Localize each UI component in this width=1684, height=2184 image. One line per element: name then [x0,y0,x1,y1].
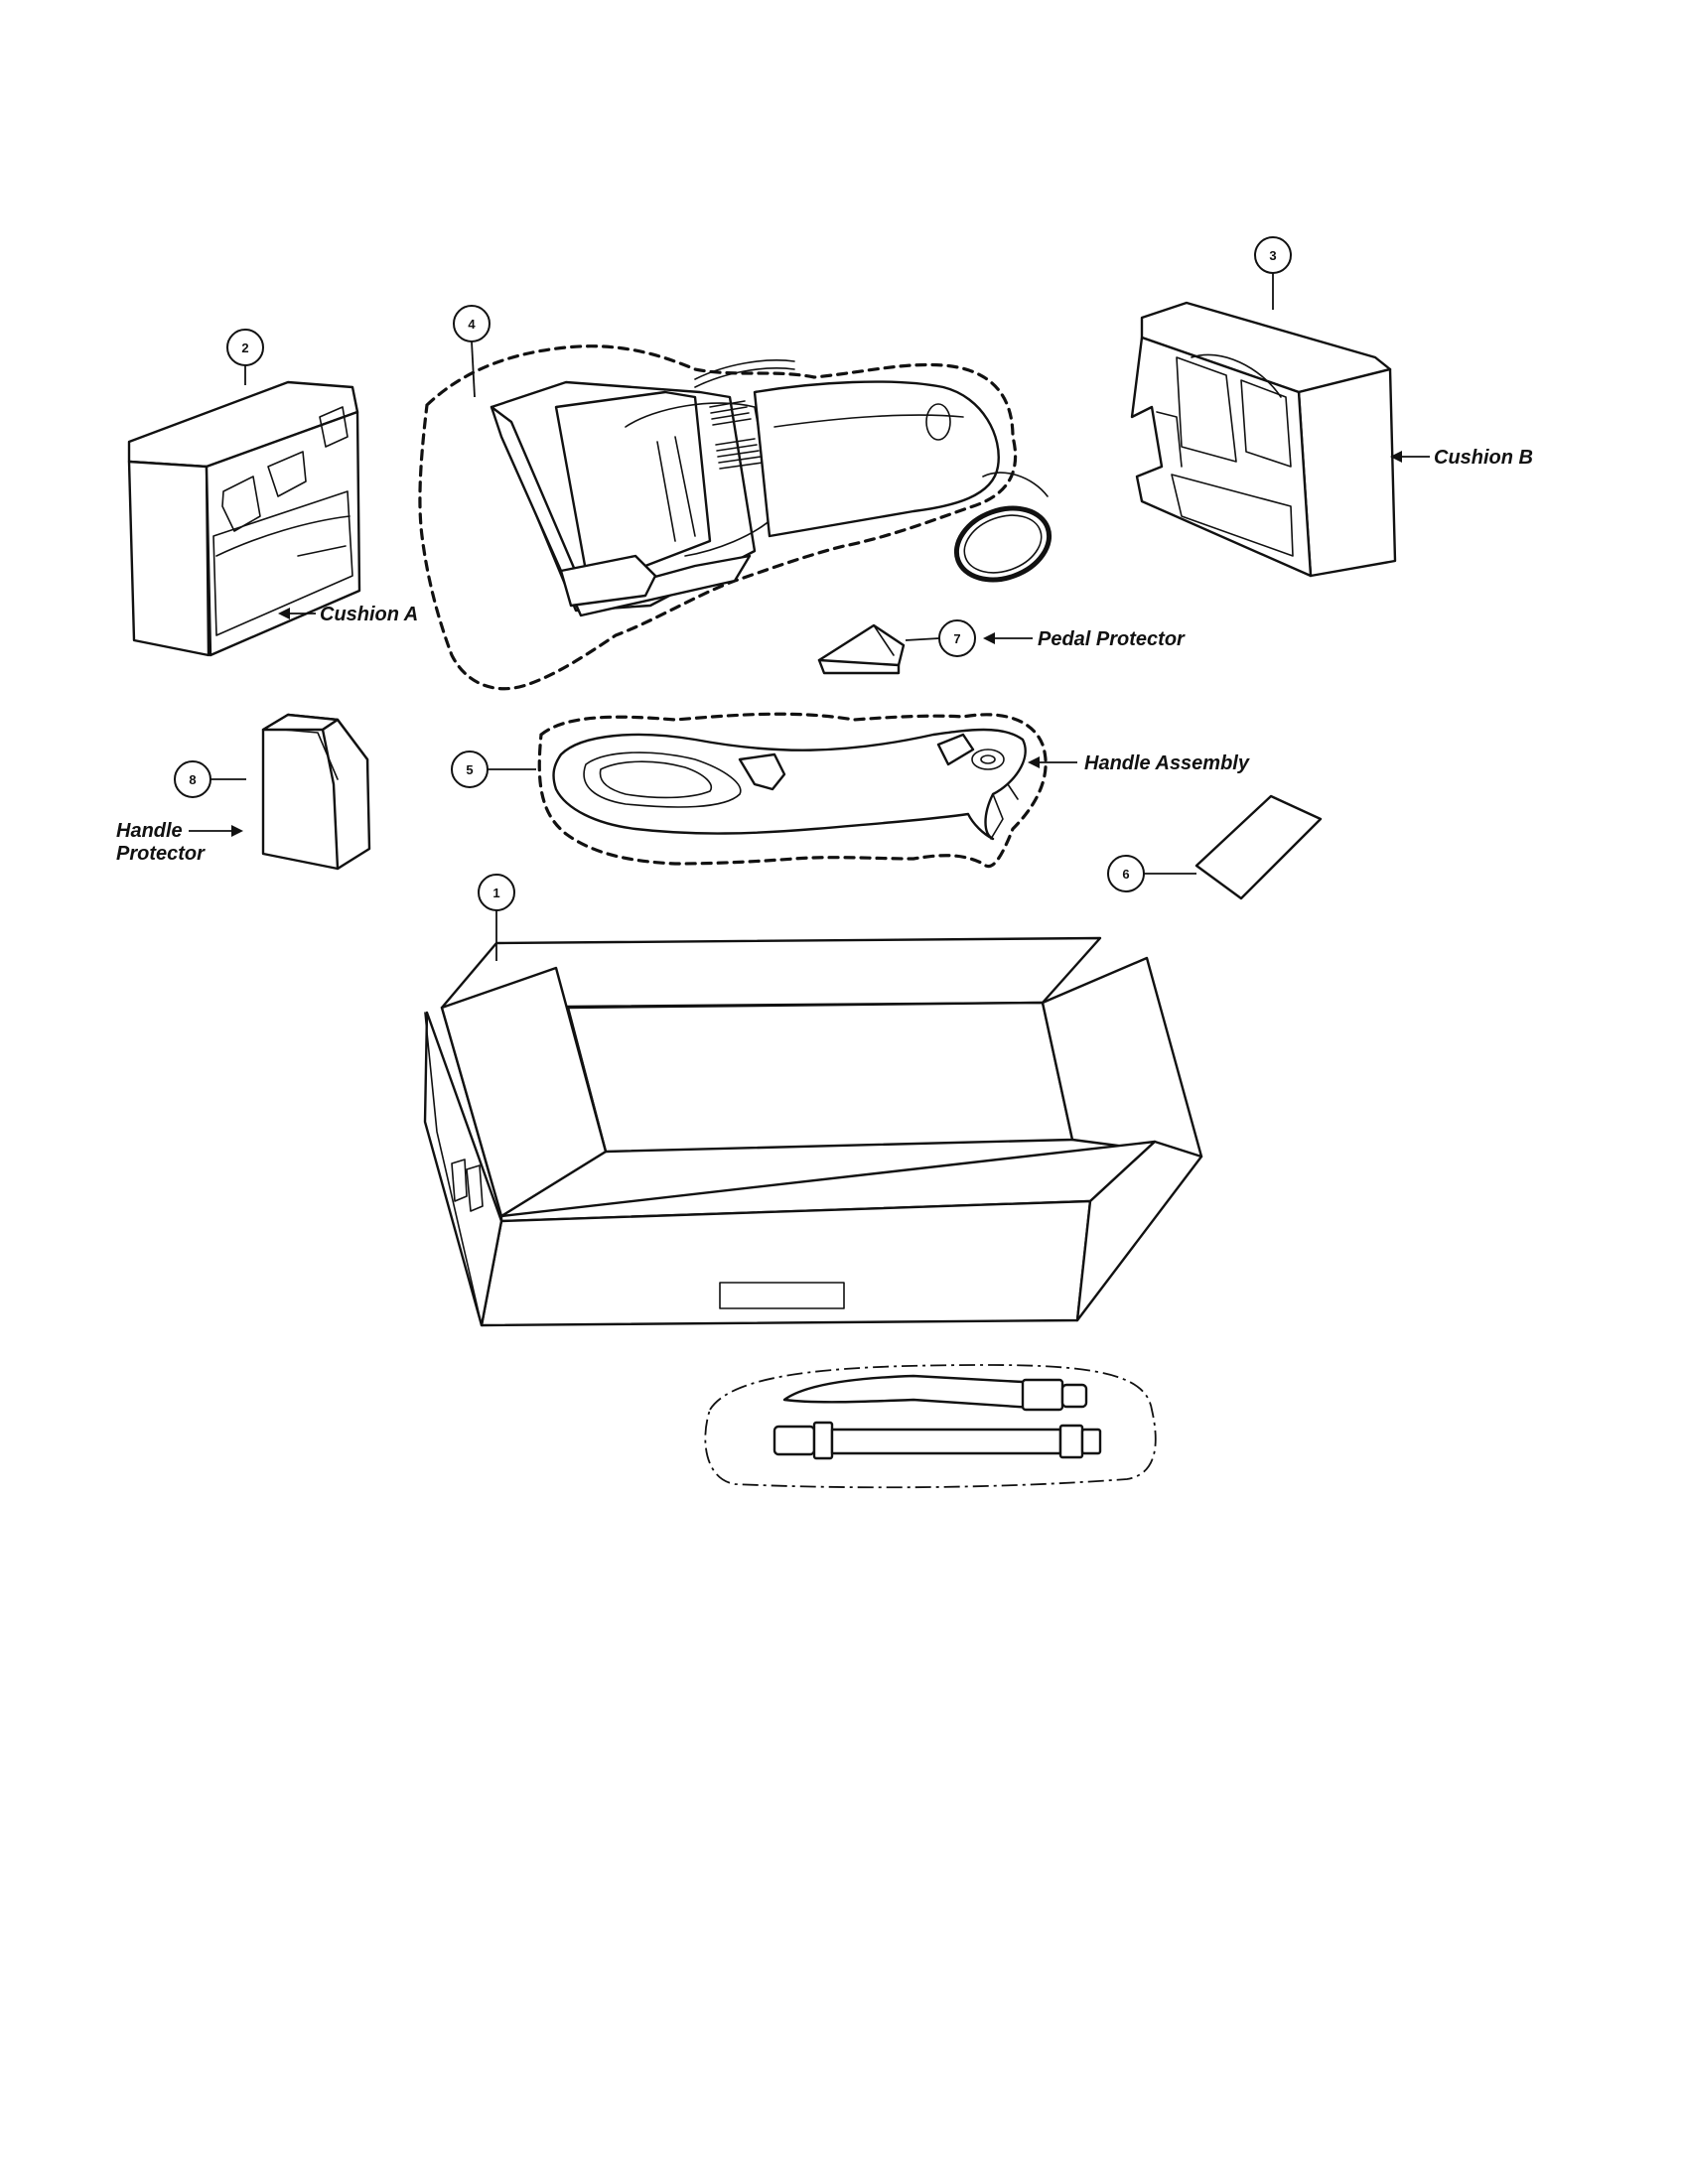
svg-text:Cushion A: Cushion A [320,604,418,625]
carton-handle-holes [451,1159,484,1212]
vacuum-body-drawing [418,344,1052,691]
carton-label-panel [719,1282,845,1309]
callout-5: 5 [451,751,536,788]
svg-text:7: 7 [953,631,960,646]
svg-text:3: 3 [1269,248,1276,263]
svg-text:6: 6 [1122,867,1129,882]
handle-assembly-drawing [537,712,1048,868]
pedal-protector-label: Pedal Protector [983,628,1186,650]
callout-2: 2 [226,329,264,385]
svg-text:1: 1 [492,886,499,900]
callout-4: 4 [453,305,491,398]
callout-1: 1 [478,874,515,961]
svg-text:Protector: Protector [116,843,206,865]
svg-text:2: 2 [241,341,248,355]
callout-6: 6 [1107,855,1196,892]
callout-8: 8 [174,760,246,798]
callout-7: 7 [905,619,976,657]
cushion-a-drawing [127,380,361,657]
handle-protector-drawing [261,713,371,871]
callout-3: 3 [1254,236,1292,310]
handle-assembly-label: Handle Assembly [1028,752,1250,774]
cushion-b-drawing [1130,301,1397,578]
carton-drawing [423,936,1203,1327]
crevice-tool [782,1374,1088,1412]
handle-protector-label: Handle Protector [116,820,243,865]
cushion-b-label: Cushion B [1390,447,1533,469]
svg-text:8: 8 [189,772,196,787]
vent-grille [709,400,764,470]
svg-text:Pedal Protector: Pedal Protector [1038,628,1186,650]
svg-text:Handle Assembly: Handle Assembly [1084,752,1250,774]
svg-text:4: 4 [468,317,476,332]
svg-text:Handle: Handle [116,820,183,842]
extension-wand [772,1421,1102,1460]
svg-text:Cushion B: Cushion B [1434,447,1533,469]
accessory-tools-drawing [704,1364,1157,1489]
pedal-protector-drawing [817,623,906,675]
svg-text:5: 5 [466,762,473,777]
item-6-card-drawing [1194,794,1323,900]
cushion-a-label: Cushion A [278,604,418,625]
